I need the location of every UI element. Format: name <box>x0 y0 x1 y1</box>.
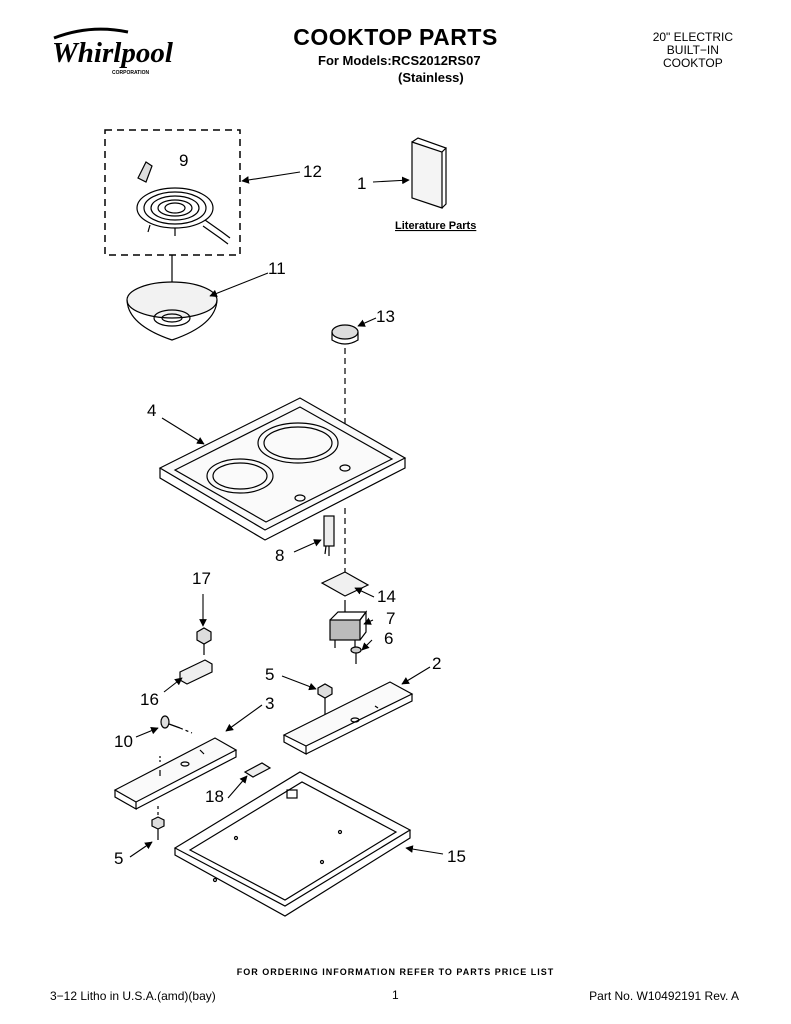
callout-17: 17 <box>192 569 211 588</box>
callout-4: 4 <box>147 401 156 420</box>
callout-9: 9 <box>179 151 188 170</box>
brand-corporation: CORPORATION <box>112 70 150 76</box>
part-8-receptacle <box>323 515 335 556</box>
part-surface-element-coil <box>136 187 231 245</box>
part-15-bottom-box <box>173 771 412 917</box>
callout-15: 15 <box>447 847 466 866</box>
product-type-line: BUILT−IN <box>666 43 719 57</box>
part-5-screw-lower <box>151 806 165 840</box>
callout-13: 13 <box>376 307 395 326</box>
callout-11: 11 <box>268 259 286 278</box>
finish-label: (Stainless) <box>398 70 464 85</box>
callout-5-lower: 5 <box>114 849 123 868</box>
whirlpool-logo: Whirlpool CORPORATION <box>52 27 174 76</box>
callout-18: 18 <box>205 787 224 806</box>
part-10-screw <box>160 715 193 734</box>
callout-3: 3 <box>265 694 274 713</box>
part-5-screw-upper <box>317 683 333 722</box>
part-16-terminal-block <box>179 659 213 685</box>
callout-14: 14 <box>377 587 396 606</box>
part-6-screw <box>350 646 362 664</box>
callout-7: 7 <box>386 609 395 628</box>
product-type-line: 20" ELECTRIC <box>652 30 733 44</box>
page-title: COOKTOP PARTS <box>293 24 498 50</box>
callout-10: 10 <box>114 732 133 751</box>
callout-12: 12 <box>303 162 322 181</box>
callout-1: 1 <box>357 174 366 193</box>
part-13-knob <box>331 324 359 345</box>
callout-16: 16 <box>140 690 159 709</box>
literature-parts-label: Literature Parts <box>395 220 476 232</box>
part-11-drip-bowl <box>126 281 218 341</box>
part-17-screw <box>196 627 212 655</box>
litho-note: 3−12 Litho in U.S.A.(amd)(bay) <box>50 989 216 1003</box>
part-2-support-bracket <box>282 681 414 756</box>
page-number: 1 <box>392 988 399 1002</box>
part-18-clip <box>243 762 272 778</box>
part-14-switch-plate <box>320 571 370 597</box>
part-9-bracket <box>137 161 153 183</box>
models-line: For Models:RCS2012RS07 <box>318 53 481 68</box>
callout-2: 2 <box>432 654 441 673</box>
product-type: 20" ELECTRIC BUILT−IN COOKTOP <box>653 31 733 70</box>
callout-6: 6 <box>384 629 393 648</box>
ordering-note: FOR ORDERING INFORMATION REFER TO PARTS … <box>236 967 555 977</box>
part-number: Part No. W10492191 Rev. A <box>589 989 739 1003</box>
part-1-literature-booklet <box>411 137 448 209</box>
brand-wordmark: Whirlpool <box>52 37 174 69</box>
product-type-line: COOKTOP <box>662 56 723 70</box>
callout-5-upper: 5 <box>265 665 274 684</box>
part-3-support-bracket <box>113 737 238 811</box>
callout-8: 8 <box>275 546 284 565</box>
part-7-infinite-switch <box>329 600 368 648</box>
part-4-cooktop-panel <box>158 397 407 541</box>
